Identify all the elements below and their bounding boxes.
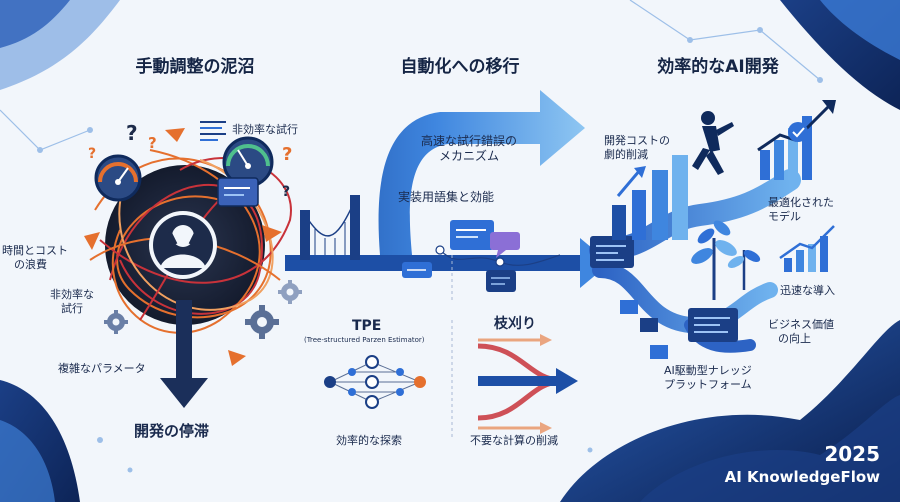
code-window-icon (450, 220, 494, 250)
label-reduce-compute: 不要な計算の削減 (470, 434, 558, 447)
growth-chart-icon (757, 100, 836, 180)
label-time-cost-line1: 時間とコスト (2, 244, 68, 257)
svg-text:?: ? (148, 134, 157, 152)
label-platform-line2: プラットフォーム (664, 377, 752, 391)
runner-icon (692, 111, 734, 175)
growth-chart-icon (779, 225, 835, 272)
label-pruning: 枝刈り (494, 316, 536, 332)
chat-bubble-icon (490, 232, 520, 258)
gauge-icon (94, 154, 142, 202)
label-fast-trial-line2: メカニズム (438, 149, 499, 163)
neural-net-icon (324, 355, 426, 409)
svg-text:?: ? (126, 121, 138, 145)
label-fast-trial-line1: 高速な試行錯誤の (420, 134, 517, 148)
label-cost: 開発コストの 劇的削減 (604, 134, 670, 162)
svg-text:?: ? (282, 144, 292, 165)
code-window-icon (217, 177, 259, 207)
label-biz-line2: の向上 (778, 331, 811, 345)
header-center: 自動化への移行 (400, 57, 520, 77)
gear-icon (245, 305, 279, 339)
growth-bars (612, 155, 688, 240)
gear-icon (104, 310, 128, 334)
svg-text:?: ? (282, 184, 290, 200)
label-optimized-line1: 最適化された (768, 196, 834, 209)
code-window-icon (486, 270, 516, 292)
label-tpe-full: (Tree-structured Parzen Estimator) (304, 336, 425, 344)
server-block-icon (620, 300, 668, 359)
label-platform: AI駆動型ナレッジ プラットフォーム (664, 364, 752, 392)
code-window-icon (688, 308, 738, 342)
label-time-cost: 時間とコスト の浪費 (2, 244, 68, 272)
label-biz-value: ビジネス価値 の向上 (768, 318, 834, 346)
label-cost-line2: 劇的削減 (604, 147, 648, 161)
label-optimized: 最適化された モデル (768, 196, 834, 224)
brand-name: AI KnowledgeFlow (724, 468, 880, 486)
label-biz-line1: ビジネス価値 (768, 318, 834, 331)
label-platform-line1: AI駆動型ナレッジ (664, 364, 752, 377)
label-inefficient: 非効率な 試行 (50, 288, 94, 316)
label-tpe: TPE (352, 318, 382, 334)
label-fast-trial: 高速な試行錯誤の メカニズム (384, 134, 554, 164)
label-efficient-search: 効率的な探索 (336, 434, 402, 447)
label-complex-params: 複雑なパラメータ (58, 362, 146, 375)
code-window-icon (590, 236, 634, 268)
main-transition-arrow (285, 90, 610, 288)
gauge-icon (222, 136, 274, 188)
network-line (435, 245, 561, 267)
label-inefficient-trials-top: 非効率な試行 (232, 123, 298, 136)
plant-icon (691, 220, 761, 300)
label-fast-deploy: 迅速な導入 (780, 284, 835, 297)
checkmark-icon (788, 122, 808, 142)
svg-text:?: ? (88, 146, 96, 162)
label-inefficient-line1: 非効率な (50, 288, 94, 301)
pruning-arrows (477, 334, 578, 434)
gear-icon (278, 280, 302, 304)
header-left: 手動調整の泥沼 (135, 57, 255, 77)
stressed-person-icon (149, 211, 217, 279)
question-mark-icon: ? ? ? ? ? (88, 121, 292, 200)
label-stagnation: 開発の停滞 (134, 422, 210, 440)
label-inefficient-line2: 試行 (61, 301, 83, 315)
brand-year: 2025 (824, 442, 880, 466)
arrow-icon (84, 128, 282, 366)
list-icon (200, 121, 226, 141)
label-optimized-line2: モデル (768, 209, 801, 223)
label-cost-line1: 開発コストの (604, 134, 670, 147)
stagnation-arrow (160, 300, 208, 408)
label-terms: 実装用語集と効能 (398, 190, 495, 204)
header-right: 効率的なAI開発 (657, 57, 779, 77)
label-time-cost-line2: の浪費 (14, 257, 47, 271)
chat-bubble-icon (402, 262, 432, 278)
